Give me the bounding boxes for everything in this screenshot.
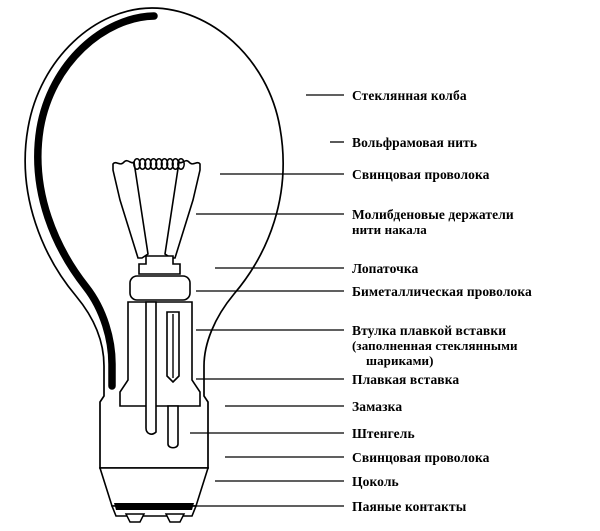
lead-in-wire-left (145, 301, 157, 435)
part-label-text: Лопаточка (352, 261, 419, 276)
solder-contacts-group (124, 513, 186, 523)
part-label-text: Свинцовая проволока (352, 450, 490, 465)
part-label-exhaust-tube: Штенгель (352, 426, 415, 441)
solder-contact-left (124, 513, 146, 523)
stem-flare-body (119, 301, 201, 407)
glass-highlight-stroke (34, 12, 158, 390)
part-label-lead-in-wire-top: Свинцовая проволока (352, 167, 490, 182)
part-label-text-line3: шариками) (366, 353, 434, 368)
exhaust-tube (167, 405, 179, 449)
part-label-solder-contacts: Паяные контакты (352, 499, 466, 514)
part-label-bimetal-wire: Биметаллическая проволока (352, 284, 532, 299)
molybdenum-support-left (112, 159, 149, 259)
part-label-text: Вольфрамовая нить (352, 135, 478, 150)
part-label-text: Свинцовая проволока (352, 167, 490, 182)
part-label-glass-bulb: Стеклянная колба (352, 88, 467, 103)
part-label-text: Замазка (352, 399, 403, 414)
spatula-piece (138, 255, 181, 275)
part-label-text: Биметаллическая проволока (352, 284, 532, 299)
part-label-spatula: Лопаточка (352, 261, 418, 276)
part-label-text: Паяные контакты (352, 499, 467, 514)
part-label-text: Молибденовые держатели (352, 207, 514, 222)
part-label-lead-in-wire-bottom: Свинцовая проволока (352, 450, 490, 465)
part-label-text: Цоколь (352, 474, 399, 489)
bulb-base-cap (98, 467, 210, 507)
leader-lines-group (150, 94, 344, 507)
part-label-text-line2: (заполненная стеклянными (352, 338, 518, 353)
solder-contact-right (164, 513, 186, 523)
part-label-cement: Замазка (352, 399, 402, 414)
part-label-fuse-link: Плавкая вставка (352, 372, 459, 387)
part-label-text: Втулка плавкой вставки (352, 323, 507, 338)
tungsten-filament-coil (133, 158, 185, 170)
part-label-text: Штенгель (352, 426, 415, 441)
part-label-text: Стеклянная колба (352, 88, 467, 103)
press-collar (129, 275, 191, 301)
part-label-base: Цоколь (352, 474, 399, 489)
part-label-text-line2: нити накала (352, 222, 427, 237)
part-label-fuse-sleeve: Втулка плавкой вставки(заполненная стекл… (352, 323, 518, 368)
part-label-tungsten-filament: Вольфрамовая нить (352, 135, 477, 150)
part-label-text: Плавкая вставка (352, 372, 460, 387)
